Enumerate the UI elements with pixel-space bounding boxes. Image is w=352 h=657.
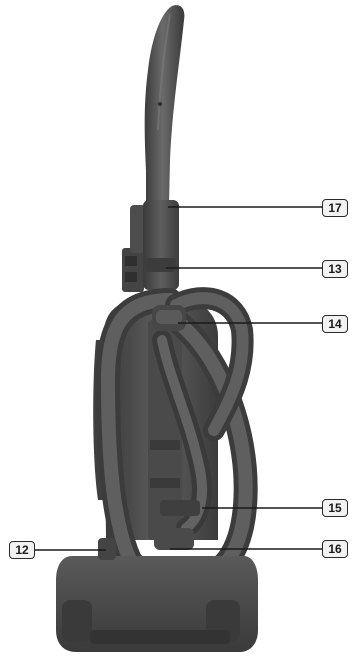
- cord-wrap: [122, 205, 146, 292]
- callout-13: 13: [322, 260, 348, 278]
- callout-14: 14: [322, 315, 348, 333]
- callout-12: 12: [9, 541, 35, 559]
- callout-17: 17: [322, 199, 348, 217]
- neck: [143, 200, 179, 290]
- callout-15: 15: [322, 499, 348, 517]
- hose-cuff: [152, 305, 186, 331]
- callout-16: 16: [322, 540, 348, 558]
